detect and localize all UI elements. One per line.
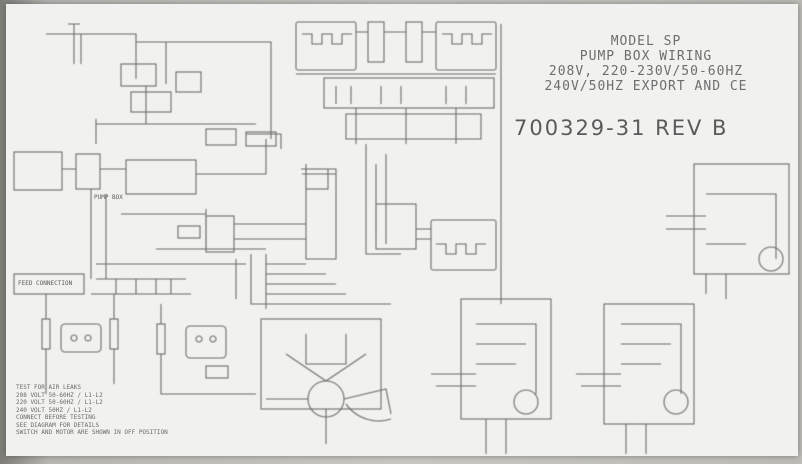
control-cluster: [13, 128, 391, 309]
switch-block: [205, 215, 235, 253]
note-line: 208 VOLT 50-60HZ / L1-L2: [16, 391, 103, 399]
model-label: MODEL SP: [610, 34, 682, 49]
note-line: 240 VOLT 50HZ / L1-L2: [16, 406, 92, 414]
voltage-line-2: 240V/50HZ EXPORT AND CE: [544, 79, 748, 94]
plug-receptacle-center: [185, 325, 227, 359]
note-line: SWITCH AND MOTOR ARE SHOWN IN OFF POSITI…: [16, 429, 168, 436]
note-line: 220 VOLT 50-60HZ / L1-L2: [16, 399, 103, 406]
center-right-column: [375, 24, 502, 304]
motor-right-2: [663, 389, 689, 415]
feed-connection-block: [13, 273, 256, 395]
contactor-top: [120, 63, 157, 87]
wiring-notes: TEST FOR AIR LEAKS 208 VOLT 50-60HZ / L1…: [16, 384, 316, 437]
wiring-diagram-sheet: MODEL SP PUMP BOX WIRING 208V, 220-230V/…: [6, 4, 798, 456]
subtitle-label: PUMP BOX WIRING: [579, 49, 713, 64]
top-center-switches: [295, 21, 497, 255]
capacitor: [305, 168, 329, 190]
plug-receptacle-left: [60, 323, 102, 353]
note-line: SEE DIAGRAM FOR DETAILS: [16, 421, 100, 429]
right-schematics: [431, 163, 790, 454]
note-line: CONNECT BEFORE TESTING: [16, 414, 96, 421]
pump-motor-center: [260, 318, 392, 444]
part-number: 700329-31 REV B: [514, 116, 729, 140]
motor-right-3: [758, 246, 784, 272]
terminal-block-left: [13, 151, 63, 191]
feed-connection-label: FEED CONNECTION: [18, 280, 73, 287]
relay-bank: [323, 77, 495, 109]
heater-element: [430, 219, 497, 271]
transformer: [125, 159, 197, 195]
wiring-schematic: [13, 21, 790, 454]
title-block: MODEL SP PUMP BOX WIRING 208V, 220-230V/…: [506, 34, 786, 94]
pump-box-label: PUMP BOX: [94, 194, 123, 201]
note-line: TEST FOR AIR LEAKS: [16, 384, 82, 391]
relay-top: [130, 91, 172, 113]
motor-right-1: [513, 389, 539, 415]
voltage-line-1: 208V, 220-230V/50-60HZ: [548, 64, 744, 79]
top-left-wiring: [46, 23, 272, 144]
